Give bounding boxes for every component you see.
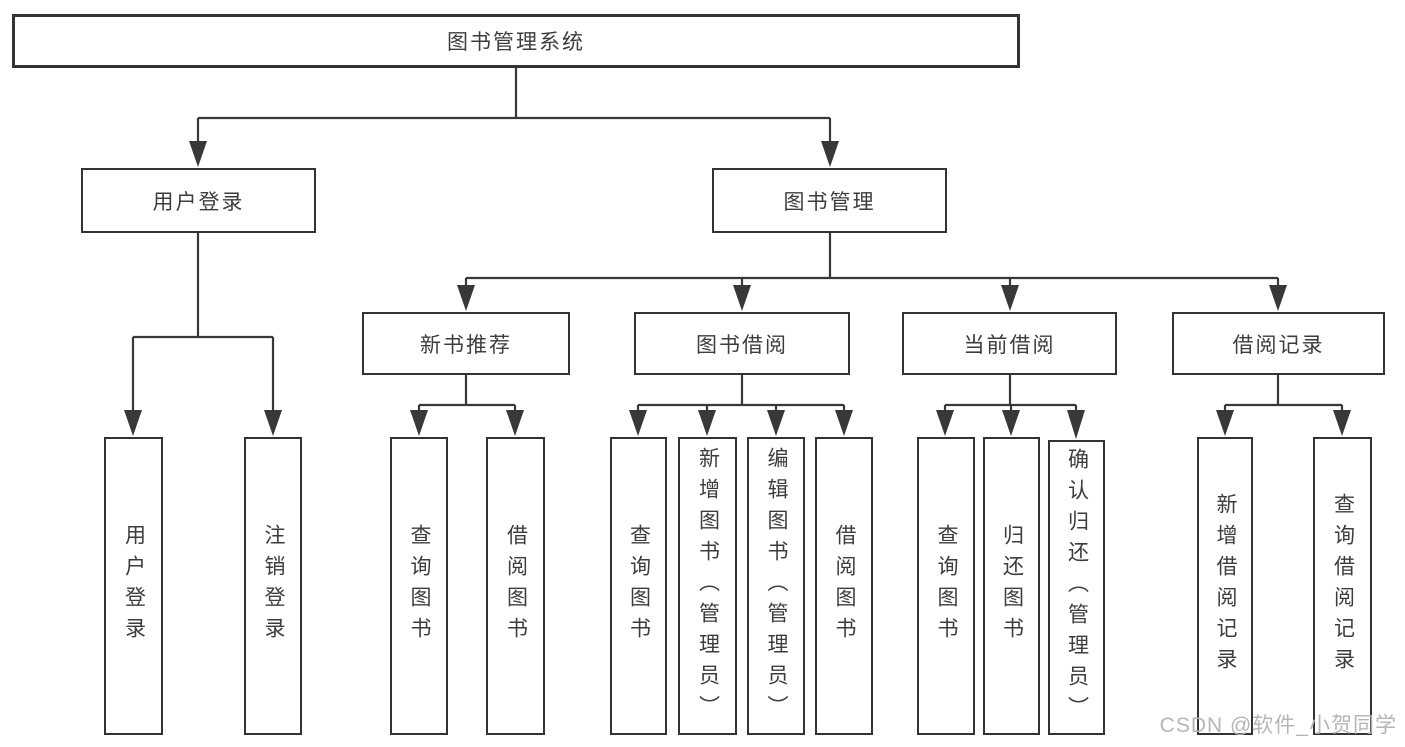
node-borrowing-records: 借阅记录 — [1172, 312, 1385, 375]
csdn-watermark: CSDN @软件_小贺同学 — [1159, 714, 1397, 737]
node-label: 注销登录 — [262, 524, 285, 648]
node-label: 借阅图书 — [833, 524, 856, 648]
node-leaf-confirm-return-admin: 确认归还（管理员） — [1048, 440, 1105, 735]
node-label: 确认归还（管理员） — [1065, 448, 1089, 727]
node-user-login: 用户登录 — [81, 168, 316, 233]
node-label: 归还图书 — [1000, 524, 1024, 648]
node-leaf-query-books: 查询图书 — [610, 437, 667, 735]
node-label: 新书推荐 — [420, 333, 512, 357]
node-label: 查询借阅记录 — [1331, 493, 1355, 679]
node-new-book-recommend: 新书推荐 — [362, 312, 570, 375]
node-leaf-logout: 注销登录 — [244, 437, 302, 735]
node-library-system: 图书管理系统 — [12, 14, 1020, 68]
node-leaf-query-borrow-record: 查询借阅记录 — [1313, 437, 1372, 735]
node-leaf-add-books-admin: 新增图书（管理员） — [678, 437, 737, 735]
node-label: 用户登录 — [152, 190, 245, 214]
node-leaf-query-books-rec: 查询图书 — [390, 437, 448, 735]
node-label: 图书管理系统 — [447, 31, 585, 54]
node-label: 编辑图书（管理员） — [765, 446, 788, 726]
node-leaf-borrow-books-rec: 借阅图书 — [486, 437, 545, 735]
node-leaf-borrow-books: 借阅图书 — [815, 437, 873, 735]
node-current-borrowing: 当前借阅 — [902, 312, 1117, 375]
node-label: 借阅记录 — [1232, 333, 1325, 357]
node-label: 图书管理 — [783, 190, 876, 214]
node-label: 新增借阅记录 — [1214, 493, 1237, 679]
node-label: 查询图书 — [408, 524, 431, 648]
node-leaf-return-books: 归还图书 — [983, 437, 1040, 735]
node-label: 查询图书 — [935, 524, 958, 648]
node-label: 查询图书 — [627, 524, 651, 648]
node-label: 借阅图书 — [504, 524, 528, 648]
node-book-management: 图书管理 — [712, 168, 947, 233]
node-leaf-edit-books-admin: 编辑图书（管理员） — [747, 437, 805, 735]
arrowheads — [124, 141, 1351, 439]
node-label: 图书借阅 — [696, 333, 788, 357]
node-label: 新增图书（管理员） — [696, 446, 720, 726]
node-leaf-add-borrow-record: 新增借阅记录 — [1197, 437, 1253, 735]
node-book-borrowing: 图书借阅 — [634, 312, 850, 375]
node-label: 当前借阅 — [963, 333, 1056, 357]
node-label: 用户登录 — [122, 524, 146, 648]
node-leaf-user-login: 用户登录 — [104, 437, 163, 735]
node-leaf-query-books-cur: 查询图书 — [917, 437, 975, 735]
